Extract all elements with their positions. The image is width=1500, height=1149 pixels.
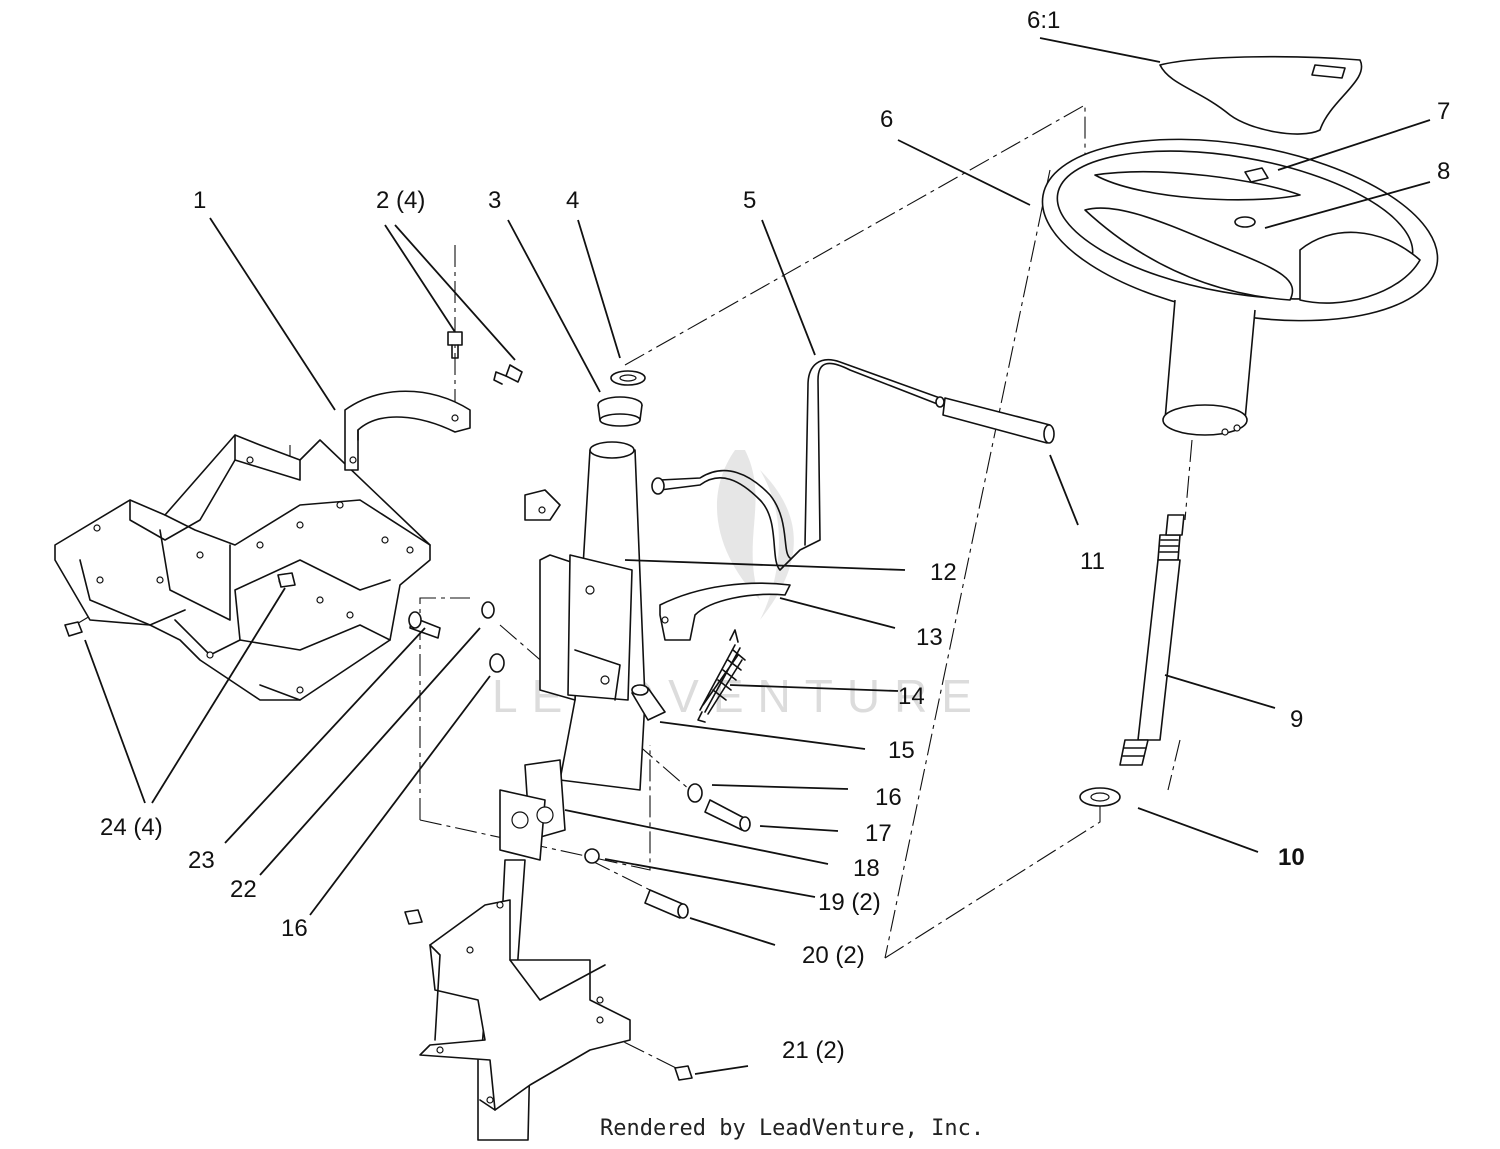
callout-21: 21 (2) xyxy=(782,1037,845,1064)
callout-17: 17 xyxy=(865,820,892,847)
callout-11: 11 xyxy=(1080,548,1105,575)
leader-lines xyxy=(84,37,1431,1075)
callout-18: 18 xyxy=(853,855,880,882)
callout-labels: 1 2 (4) 3 4 5 6 6:1 7 8 9 10 11 12 13 14… xyxy=(100,7,1450,1064)
callout-16-left: 16 xyxy=(281,915,308,942)
shaft-part-9 xyxy=(1119,514,1185,766)
steering-wheel-part-6 xyxy=(1041,138,1439,436)
bracket-part-13 xyxy=(659,582,791,641)
cap-part-6-1 xyxy=(1159,55,1363,135)
grip-part-11 xyxy=(942,397,1055,444)
callout-22: 22 xyxy=(230,876,257,903)
callout-3: 3 xyxy=(488,187,501,214)
callout-6-1: 6:1 xyxy=(1027,7,1060,34)
callout-9: 9 xyxy=(1290,706,1303,733)
credit-text: Rendered by LeadVenture, Inc. xyxy=(600,1116,984,1141)
bolts-part-2 xyxy=(447,331,523,385)
callout-4: 4 xyxy=(566,187,579,214)
callout-7: 7 xyxy=(1437,98,1450,125)
callout-24: 24 (4) xyxy=(100,814,163,841)
callout-13: 13 xyxy=(916,624,943,651)
bushing-part-15 xyxy=(631,684,666,721)
callout-2: 2 (4) xyxy=(376,187,425,214)
callout-5: 5 xyxy=(743,187,756,214)
lower-bracket xyxy=(419,899,631,1111)
washer-part-10 xyxy=(1079,787,1121,807)
callout-15: 15 xyxy=(888,737,915,764)
upper-bracket xyxy=(344,390,471,471)
callout-23: 23 xyxy=(188,847,215,874)
callout-1: 1 xyxy=(193,187,206,214)
callout-6: 6 xyxy=(880,106,893,133)
callout-19: 19 (2) xyxy=(818,889,881,916)
mounting-plate-part-1 xyxy=(54,434,431,701)
fasteners xyxy=(64,572,751,1081)
callout-16-right: 16 xyxy=(875,784,902,811)
callout-10: 10 xyxy=(1278,844,1305,871)
bushing-part-3 xyxy=(597,396,643,427)
callout-20: 20 (2) xyxy=(802,942,865,969)
washer-part-4 xyxy=(610,370,646,386)
spring-part-14 xyxy=(697,629,746,723)
lever-part-5 xyxy=(651,359,945,571)
callout-8: 8 xyxy=(1437,158,1450,185)
callout-12: 12 xyxy=(930,559,957,586)
callout-14: 14 xyxy=(898,683,925,710)
steering-column-part-12 xyxy=(524,441,646,791)
